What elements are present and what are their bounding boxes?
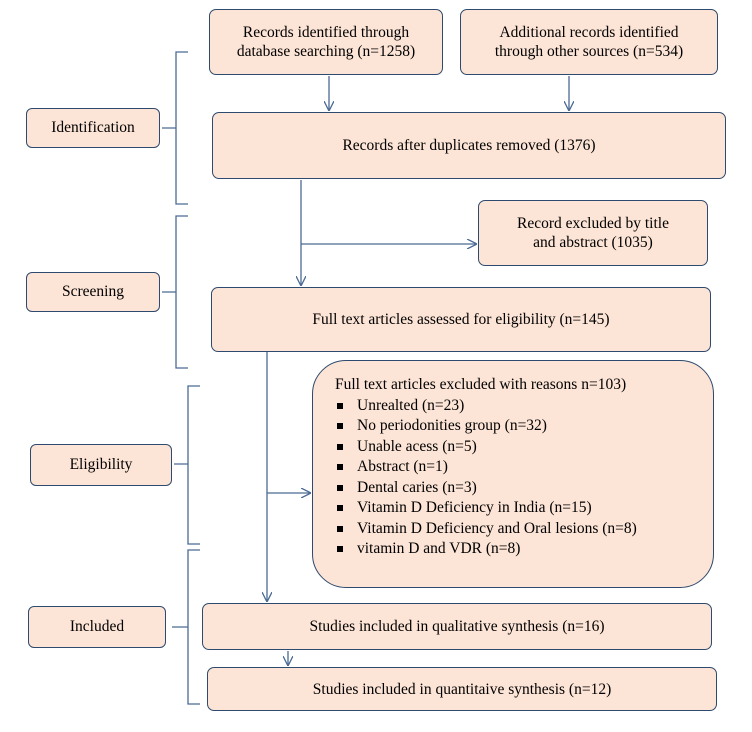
records-database-text: Records identified through database sear… <box>236 24 416 60</box>
bullet-icon <box>337 546 343 552</box>
bullet-icon <box>337 525 343 532</box>
stage-included-label: Included <box>69 618 125 635</box>
exclusion-item: No periodonities group (n=32) <box>335 416 703 437</box>
exclusions-list: Unrealted (n=23) No periodonities group … <box>335 396 703 560</box>
exclusion-item: vitamin D and VDR (n=8) <box>335 539 703 560</box>
qualitative-synthesis-text: Studies included in qualitative synthesi… <box>309 618 605 635</box>
bullet-icon <box>337 423 343 429</box>
exclusion-item: Vitamin D Deficiency and Oral lesions (n… <box>335 519 703 540</box>
qualitative-synthesis-box: Studies included in qualitative synthesi… <box>202 603 712 650</box>
stage-identification: Identification <box>26 108 160 148</box>
bullet-icon <box>337 443 343 450</box>
bullet-icon <box>337 402 343 409</box>
stage-screening-label: Screening <box>62 283 124 300</box>
stage-included: Included <box>28 606 166 648</box>
records-other-box: Additional records identified through ot… <box>460 9 718 75</box>
excluded-title-box: Record excluded by title and abstract (1… <box>478 200 708 266</box>
bullet-icon <box>337 484 343 491</box>
stage-eligibility: Eligibility <box>30 444 172 486</box>
quantitative-synthesis-box: Studies included in quantitaive synthesi… <box>207 667 717 711</box>
included-bracket <box>172 549 200 705</box>
full-text-assessed-text: Full text articles assessed for eligibil… <box>312 311 610 328</box>
bullet-icon <box>337 505 343 511</box>
quantitative-synthesis-text: Studies included in quantitaive synthesi… <box>312 680 612 698</box>
excluded-title-text: Record excluded by title and abstract (1… <box>517 215 669 251</box>
exclusion-item: Dental caries (n=3) <box>335 478 703 499</box>
stage-eligibility-label: Eligibility <box>69 456 133 473</box>
exclusion-item: Unrealted (n=23) <box>335 396 703 417</box>
duplicates-removed-text: Records after duplicates removed (1376) <box>342 137 596 154</box>
exclusions-box: Full text articles excluded with reasons… <box>312 360 714 588</box>
stage-screening: Screening <box>26 272 160 312</box>
duplicates-removed-box: Records after duplicates removed (1376) <box>212 112 726 179</box>
records-other-text: Additional records identified through ot… <box>494 24 684 60</box>
records-database-box: Records identified through database sear… <box>209 9 443 75</box>
identification-bracket <box>162 51 188 205</box>
full-text-assessed-box: Full text articles assessed for eligibil… <box>211 287 711 352</box>
exclusion-item: Unable acess (n=5) <box>335 437 703 458</box>
stage-identification-label: Identification <box>51 119 135 136</box>
exclusion-item: Abstract (n=1) <box>335 457 703 478</box>
screening-bracket <box>162 215 188 369</box>
exclusions-title: Full text articles excluded with reasons… <box>335 376 627 393</box>
eligibility-bracket <box>174 385 200 545</box>
exclusion-item: Vitamin D Deficiency in India (n=15) <box>335 498 703 519</box>
bullet-icon <box>337 464 343 470</box>
